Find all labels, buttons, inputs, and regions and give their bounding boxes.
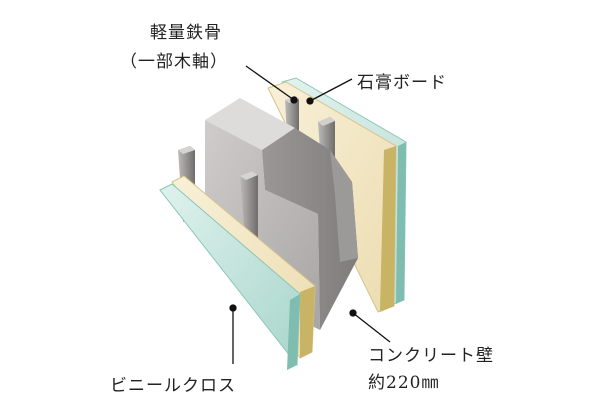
leader-concrete-wall — [353, 313, 390, 342]
light-steel-label: 軽量鉄骨 — [150, 18, 222, 43]
concrete-wall-thickness: 約220㎜ — [368, 368, 439, 393]
vinyl-cloth-label: ビニールクロス — [110, 371, 236, 396]
light-steel-sublabel: （一部木軸） — [120, 47, 228, 72]
concrete-wall-label: コンクリート壁 — [368, 341, 494, 366]
gypsum-board-label: 石膏ボード — [357, 68, 447, 93]
